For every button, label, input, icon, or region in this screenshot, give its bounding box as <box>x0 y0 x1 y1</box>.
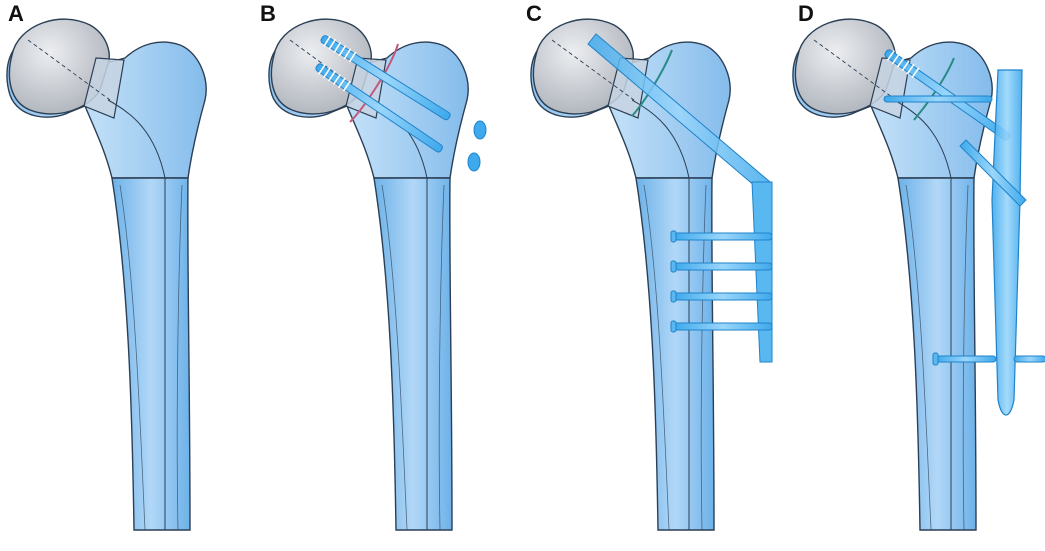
cortical-screw-1 <box>673 232 773 241</box>
cortical-screw-4 <box>673 322 773 331</box>
side-plate <box>751 181 773 363</box>
distal-locking-screw-left <box>935 355 997 363</box>
femur-intact-model <box>6 18 207 531</box>
fracture-line-b <box>349 43 399 123</box>
cortical-screw-2 <box>673 262 773 271</box>
anti-rotation-pin <box>883 95 993 103</box>
screw-head-upper <box>473 120 487 140</box>
panel-label-a: A <box>8 1 24 26</box>
panel-label-b: B <box>260 1 276 26</box>
cortical-screw-3 <box>673 292 773 301</box>
femur-dhs-plate-model <box>530 18 773 531</box>
fracture-line-d <box>913 57 955 121</box>
panel-c: C <box>524 0 785 551</box>
distal-locking-screw-right <box>1013 355 1045 363</box>
screw-head-lower <box>467 152 481 172</box>
panel-label-c: C <box>526 1 542 26</box>
proximal-oblique-screw <box>959 139 1027 207</box>
femur-cannulated-screws-model <box>268 18 487 531</box>
panel-label-d: D <box>798 1 814 26</box>
femur-intramedullary-nail-model <box>792 18 1045 531</box>
panel-b: B <box>260 0 523 551</box>
intramedullary-nail <box>991 69 1023 416</box>
panel-d: D <box>786 0 1045 551</box>
panel-a: A <box>0 0 261 551</box>
